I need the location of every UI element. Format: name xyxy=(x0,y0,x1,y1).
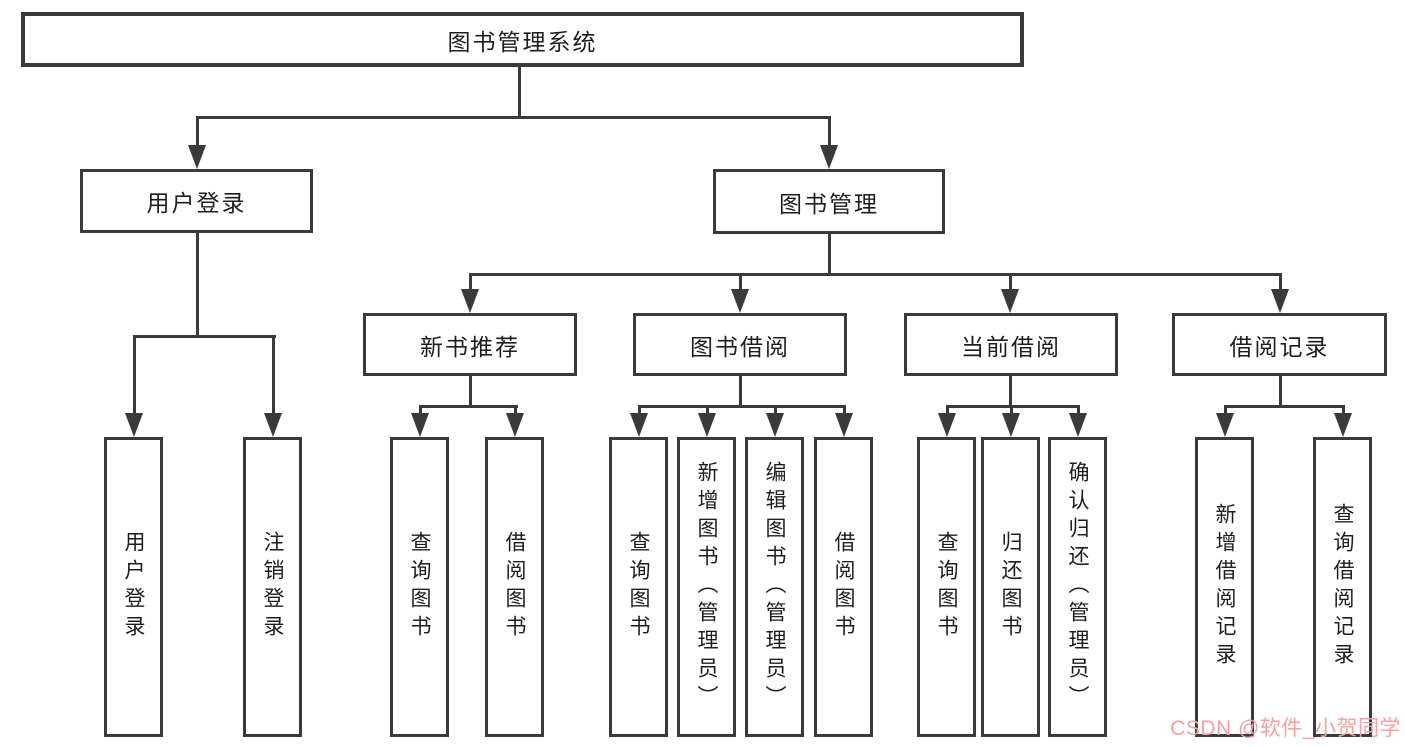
arrowhead-down xyxy=(1002,413,1020,437)
arrowhead-down xyxy=(188,145,206,169)
arrowhead-down xyxy=(698,413,716,437)
leaf-label: 借阅图书 xyxy=(832,531,855,643)
connector-vline xyxy=(1279,376,1282,407)
leaf-label: 查询图书 xyxy=(627,531,650,643)
connector-hline xyxy=(1224,405,1345,408)
leaf-query-borrow-record: 查询借阅记录 xyxy=(1313,437,1372,737)
connector-vline xyxy=(774,405,777,417)
leaf-label: 查询图书 xyxy=(935,531,958,643)
arrowhead-down xyxy=(1216,413,1234,437)
node-new-book-recommendation: 新书推荐 xyxy=(363,313,577,376)
connector-vline xyxy=(739,376,742,407)
leaf-edit-books-admin: 编辑图书（管理员） xyxy=(745,437,804,737)
connector-vline xyxy=(469,376,472,407)
arrowhead-down xyxy=(820,145,838,169)
watermark: CSDN @软件_小贺同学 xyxy=(1170,717,1401,740)
arrowhead-down xyxy=(411,413,429,437)
connector-vline xyxy=(843,405,846,417)
connector-hline xyxy=(133,335,276,338)
node-root: 图书管理系统 xyxy=(21,12,1024,67)
arrowhead-down xyxy=(1001,289,1019,313)
connector-vline xyxy=(518,67,521,117)
connector-vline xyxy=(706,405,709,417)
connector-vline xyxy=(272,335,275,415)
connector-vline xyxy=(1010,405,1013,417)
leaf-label: 借阅图书 xyxy=(503,531,526,643)
arrowhead-down xyxy=(1271,289,1289,313)
node-current-borrowing: 当前借阅 xyxy=(904,313,1118,376)
leaf-borrow-books: 借阅图书 xyxy=(485,437,544,737)
connector-vline xyxy=(514,405,517,417)
leaf-return-books: 归还图书 xyxy=(981,437,1040,737)
leaf-label: 新增图书（管理员） xyxy=(695,461,718,713)
leaf-confirm-return-admin: 确认归还（管理员） xyxy=(1048,437,1107,737)
node-borrowing-records: 借阅记录 xyxy=(1172,313,1387,376)
connector-vline xyxy=(739,273,742,292)
arrowhead-down xyxy=(938,413,956,437)
connector-hline xyxy=(419,405,518,408)
arrowhead-down xyxy=(461,289,479,313)
arrowhead-down xyxy=(766,413,784,437)
node-user-login: 用户登录 xyxy=(80,169,313,233)
leaf-label: 查询借阅记录 xyxy=(1331,503,1354,671)
connector-vline xyxy=(828,116,831,147)
connector-hline xyxy=(196,116,831,119)
leaf-query-books: 查询图书 xyxy=(390,437,449,737)
leaf-label: 注销登录 xyxy=(261,531,284,643)
leaf-label: 查询图书 xyxy=(408,531,431,643)
leaf-add-books-admin: 新增图书（管理员） xyxy=(677,437,736,737)
leaf-add-borrow-record: 新增借阅记录 xyxy=(1195,437,1254,737)
leaf-label: 用户登录 xyxy=(122,531,145,643)
leaf-label: 编辑图书（管理员） xyxy=(763,461,786,713)
connector-vline xyxy=(828,234,831,274)
connector-vline xyxy=(419,405,422,417)
leaf-label: 新增借阅记录 xyxy=(1213,503,1236,671)
node-book-management: 图书管理 xyxy=(713,169,945,234)
node-book-borrowing: 图书借阅 xyxy=(633,313,847,376)
arrowhead-down xyxy=(630,413,648,437)
connector-vline xyxy=(638,405,641,417)
arrowhead-down xyxy=(1334,413,1352,437)
connector-vline xyxy=(196,116,199,147)
connector-vline xyxy=(196,233,199,336)
arrowhead-down xyxy=(264,413,282,437)
connector-vline xyxy=(469,273,472,292)
leaf-query-books-3: 查询图书 xyxy=(917,437,976,737)
arrowhead-down xyxy=(1069,413,1087,437)
connector-vline xyxy=(1279,273,1282,292)
arrowhead-down xyxy=(731,289,749,313)
leaf-borrow-books-2: 借阅图书 xyxy=(814,437,873,737)
connector-vline xyxy=(1342,405,1345,417)
connector-vline xyxy=(1224,405,1227,417)
arrowhead-down xyxy=(835,413,853,437)
connector-hline xyxy=(469,273,1282,276)
leaf-logout: 注销登录 xyxy=(243,437,302,737)
leaf-query-books-2: 查询图书 xyxy=(609,437,668,737)
arrowhead-down xyxy=(125,413,143,437)
connector-vline xyxy=(946,405,949,417)
connector-vline xyxy=(133,335,136,415)
connector-vline xyxy=(1009,376,1012,407)
connector-vline xyxy=(1009,273,1012,292)
leaf-label: 确认归还（管理员） xyxy=(1066,461,1089,713)
leaf-user-login: 用户登录 xyxy=(104,437,163,737)
connector-hline xyxy=(946,405,1080,408)
connector-hline xyxy=(638,405,846,408)
leaf-label: 归还图书 xyxy=(999,531,1022,643)
arrowhead-down xyxy=(506,413,524,437)
connector-vline xyxy=(1077,405,1080,417)
